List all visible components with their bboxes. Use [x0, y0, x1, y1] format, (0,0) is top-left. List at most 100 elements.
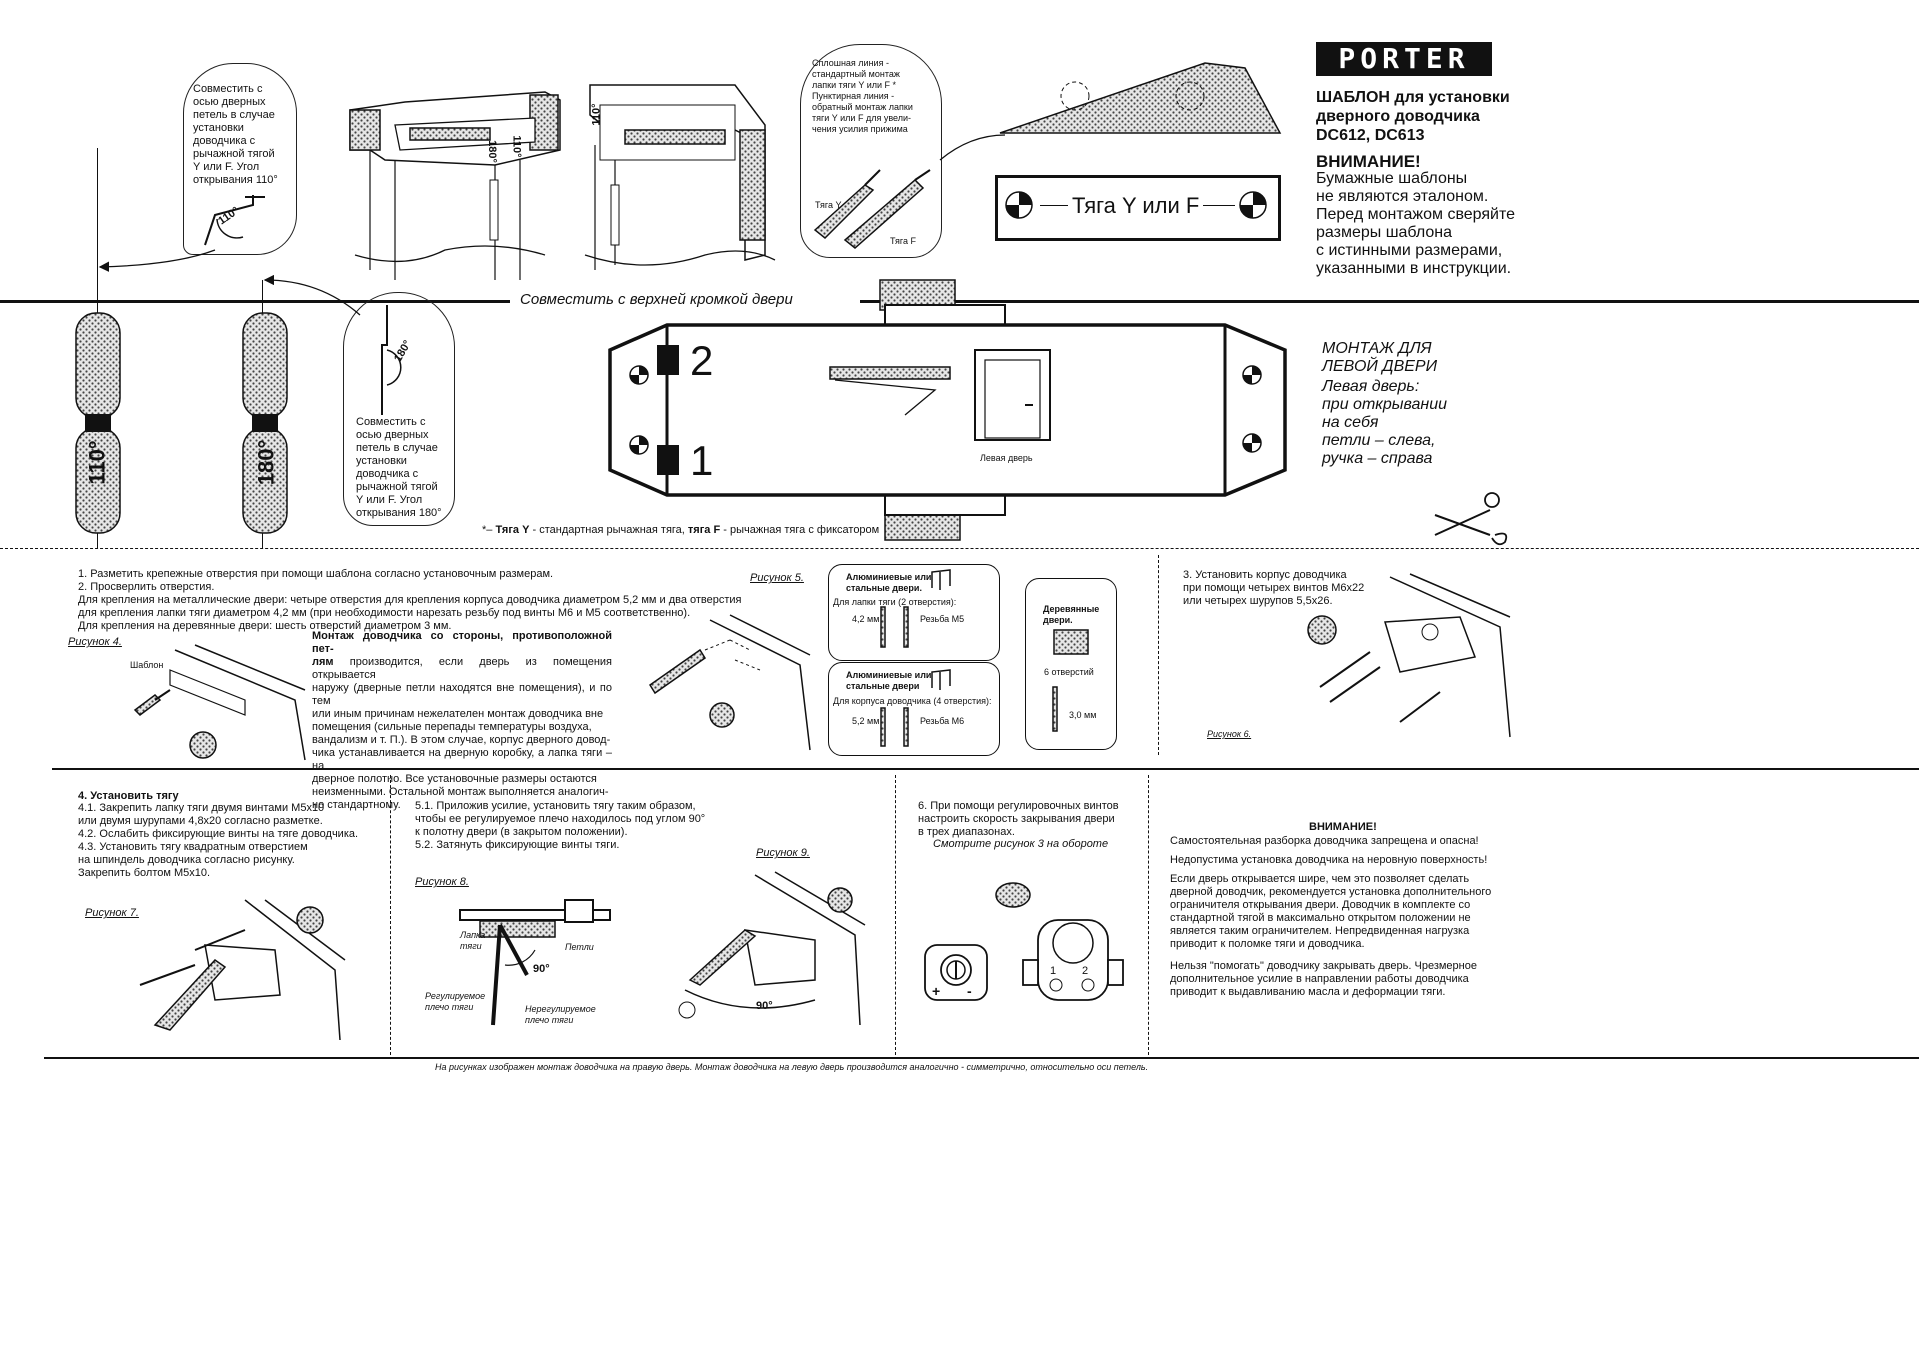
fig8-label: Рисунок 8.: [415, 876, 469, 888]
frame-left-110: 110°: [510, 135, 523, 158]
warning-bottom-heading: ВНИМАНИЕ!: [1309, 821, 1377, 833]
mount-left-text: Левая дверь: при открывании на себя петл…: [1322, 378, 1447, 467]
wood-diameter: 3,0 мм: [1069, 710, 1097, 720]
alu2-diameter: 5,2 мм: [852, 716, 880, 726]
footnote-f: тяга F: [687, 524, 721, 536]
footnote-f-text: - рычажная тяга с фиксатором: [720, 524, 880, 536]
fig4-label: Рисунок 4.: [68, 636, 122, 648]
fig6-label: Рисунок 6.: [1207, 729, 1252, 739]
arm-f-label: Тяга F: [890, 236, 916, 246]
fig8-adjustable: Регулируемое плечо тяги: [425, 991, 486, 1012]
alu2-thread: Резьба М6: [920, 716, 965, 726]
fig8-angle: 90°: [533, 963, 550, 975]
fig7-label: Рисунок 7.: [85, 907, 139, 919]
callout-110-text: Совместить с осью дверных петель в случа…: [193, 83, 278, 186]
brand-logo: PORTER: [1316, 42, 1492, 76]
closer-valve-icon: [1022, 919, 1124, 1001]
position-2-label: 2: [690, 337, 714, 384]
steps-1-2: 1. Разметить крепежные отверстия при пом…: [78, 568, 742, 632]
alu2-sub: Для корпуса доводчика (4 отверстия):: [833, 696, 992, 706]
fig5-drawing: [648, 614, 811, 751]
position-1-label: 1: [690, 437, 714, 484]
warning-bottom-p2: Недопустима установка доводчика на неров…: [1170, 854, 1488, 866]
mini-stipple-icon: [995, 882, 1031, 908]
target-icon: [1239, 191, 1267, 219]
wood-holes: 6 отверстий: [1044, 667, 1094, 677]
fig8-foot: Лапка тяги: [460, 930, 486, 951]
frame-right-110: 110°: [590, 103, 603, 126]
solid-line-note: Сплошная линия - стандартный монтаж лапк…: [812, 58, 913, 134]
alu-box-2: [828, 662, 1000, 756]
valve-2: 2: [1082, 965, 1089, 977]
section-separator: [52, 768, 1919, 770]
step-4-heading: 4. Установить тягу: [78, 790, 179, 802]
fig6-drawing: [1307, 573, 1511, 738]
fig5-label: Рисунок 5.: [750, 572, 804, 584]
step-6-see: Смотрите рисунок 3 на обороте: [933, 838, 1109, 850]
align-top-edge-label: Совместить с верхней кромкой двери: [520, 291, 793, 308]
divider: [895, 775, 896, 1055]
angle-110-icon: [204, 195, 265, 246]
solid-line-bubble: [800, 44, 942, 258]
hinge-180-label: 180°: [253, 439, 279, 486]
template-label: Шаблон: [130, 660, 164, 670]
mount-opposite-text: производится, если дверь из помещения от…: [312, 656, 612, 811]
step-4: 4.1. Закрепить лапку тяги двумя винтами …: [78, 802, 359, 879]
fig9-drawing: [678, 871, 866, 1026]
arm-y-label: Тяга Y: [815, 200, 842, 210]
closer-body-template: [608, 279, 1287, 541]
fig8-nonadjustable: Нерегулируемое плечо тяги: [525, 1004, 596, 1025]
wood-drill-icon: [1052, 686, 1058, 732]
footnote-mark: *–: [482, 524, 493, 536]
scissors-icon: [1434, 492, 1508, 546]
warning-top-heading: ВНИМАНИЕ!: [1316, 152, 1421, 171]
alu1-title: Алюминиевые или стальные двери.: [846, 572, 932, 593]
door-frame-drawing-right: [584, 84, 776, 270]
top-edge-line: [860, 300, 1919, 303]
mount-left-heading: МОНТАЖ ДЛЯ ЛЕВОЙ ДВЕРИ: [1322, 340, 1438, 375]
hinge-110-drawing: [75, 312, 121, 534]
footnote-y-text: - стандартная рычажная тяга,: [529, 524, 688, 536]
fig7-drawing: [139, 899, 346, 1041]
angle-180-icon: [381, 305, 402, 415]
step-3: 3. Установить корпус доводчика при помощ…: [1183, 569, 1365, 607]
alu1-sub: Для лапки тяги (2 отверстия):: [833, 597, 957, 607]
fig8-hinges: Петли: [565, 942, 594, 952]
footnote-y: Тяга Y: [495, 524, 530, 536]
callout-110-bubble: [183, 63, 297, 255]
fig9-label: Рисунок 9.: [756, 847, 810, 859]
wood-box: [1025, 578, 1117, 750]
warning-bottom-p4: Нельзя "помогать" доводчику закрывать дв…: [1170, 960, 1477, 998]
profile-icon: [931, 669, 951, 690]
bottom-rule: [44, 1057, 1919, 1059]
profile-icon: [931, 569, 951, 590]
mount-opposite-heading: Монтаж доводчика со стороны, противополо…: [312, 630, 612, 668]
alu2-title: Алюминиевые или стальные двери: [846, 670, 932, 691]
arms-drawing-icon: [813, 169, 931, 249]
callout-180-arrow: [263, 274, 361, 316]
cut-line: [0, 548, 1919, 549]
step-6: 6. При помощи регулировочных винтов наст…: [918, 800, 1119, 838]
frame-left-180: 180°: [485, 140, 498, 163]
fig8-drawing: [459, 899, 611, 1026]
top-edge-line: [0, 300, 510, 303]
warning-bottom-p3: Если дверь открывается шире, чем это поз…: [1170, 873, 1492, 950]
arm-foot-template: [999, 62, 1282, 134]
drill-bits-icon: [880, 707, 909, 747]
arm-label-text: Тяга Y или F: [1068, 193, 1204, 219]
target-icon: [1005, 191, 1033, 219]
door-frame-drawing-left: [349, 91, 561, 280]
alu1-thread: Резьба М5: [920, 614, 965, 624]
callout-110-arrow: [98, 249, 216, 272]
fig4-drawing: [133, 644, 306, 761]
divider: [1148, 775, 1149, 1055]
mount-opposite: Монтаж доводчика со стороны, противополо…: [312, 630, 612, 812]
bottom-note: На рисунках изображен монтаж доводчика н…: [435, 1062, 1149, 1072]
warning-bottom-p1: Самостоятельная разборка доводчика запре…: [1170, 835, 1479, 847]
valve-1: 1: [1050, 965, 1057, 977]
footnote: *– Тяга Y - стандартная рычажная тяга, т…: [482, 524, 879, 537]
callout-180-bubble: [343, 292, 455, 526]
step-5: 5.1. Приложив усилие, установить тягу та…: [415, 800, 706, 851]
drill-bits-icon: [880, 606, 909, 648]
hinge-180-drawing: [242, 312, 288, 534]
